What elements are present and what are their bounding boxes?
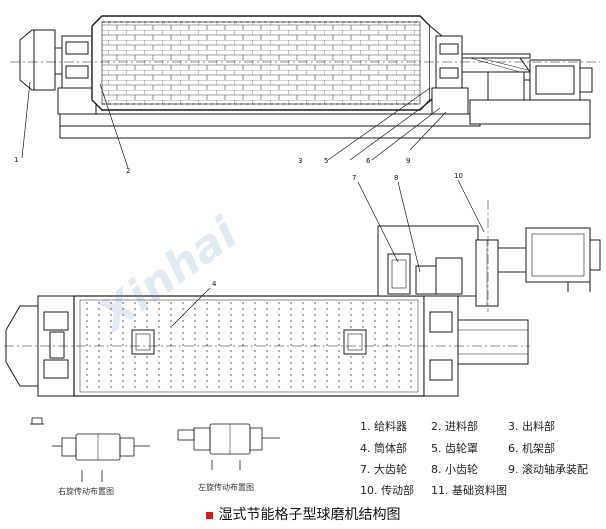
legend-item: 7. 大齿轮: [360, 463, 407, 476]
base-frame: [59, 99, 591, 139]
elevation-view: [10, 15, 600, 139]
figure-caption: 湿式节能格子型球磨机结构图: [0, 504, 606, 524]
bottom-leaders: [171, 179, 485, 327]
legend-item: 11. 基础资料图: [431, 484, 507, 497]
legend-item: 9. 滚动轴承装配: [508, 463, 588, 476]
legend-item: 4. 筒体部: [360, 442, 407, 455]
mill-shell: [91, 15, 431, 111]
gear-guard: [461, 53, 531, 101]
top-leaders: [21, 81, 447, 169]
plan-drive-motor: [497, 227, 601, 292]
legend-item: 1. 给料器: [360, 420, 407, 433]
layout-left-label: 左旋传动布置图: [198, 483, 254, 492]
layout-right-sketch: [30, 417, 150, 482]
plan-gear-housing: [377, 225, 499, 307]
caption-bullet: [205, 511, 213, 519]
legend-item: 10. 传动部: [360, 484, 414, 497]
legend-item: 6. 机架部: [508, 442, 555, 455]
layout-left-sketch: [177, 423, 280, 470]
drive-motor: [524, 59, 593, 101]
legend-item: 3. 出料部: [508, 420, 555, 433]
layout-right-label: 右旋传动布置图: [58, 487, 114, 496]
plan-view: [4, 200, 601, 397]
legend-item: 5. 齿轮罩: [431, 442, 478, 455]
plan-discharge: [423, 295, 529, 397]
feed-bearing: [57, 35, 97, 115]
legend-item: 2. 进料部: [431, 420, 478, 433]
legend-item: 8. 小齿轮: [431, 463, 478, 476]
caption-text: 湿式节能格子型球磨机结构图: [218, 507, 401, 523]
